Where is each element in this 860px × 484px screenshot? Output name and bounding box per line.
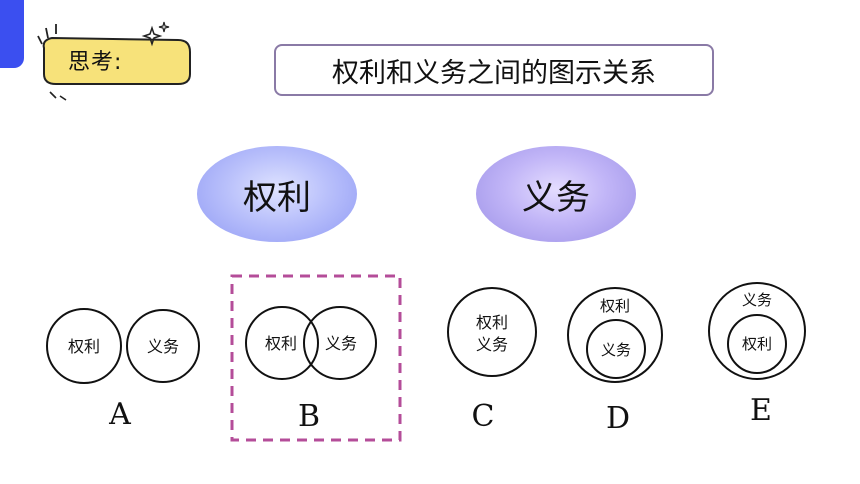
option-a-circle-duties (126, 309, 200, 383)
option-e-inner-circle (727, 314, 787, 374)
option-a-letter: A (108, 397, 131, 432)
duties-concept-ellipse: 义务 (476, 146, 636, 242)
doodle-strokes-icon (37, 24, 57, 45)
option-a-label-rights: 权利 (68, 337, 100, 356)
option-b-label-duties: 义务 (325, 334, 357, 353)
option-e-label-rights: 权利 (742, 335, 772, 353)
rights-concept-ellipse: 权利 (197, 146, 357, 242)
option-b-circle-rights (245, 306, 319, 380)
option-e-outer-circle (708, 282, 806, 380)
corner-accent-tab (0, 0, 24, 68)
option-e-label-duties: 义务 (742, 291, 772, 309)
option-b-label-rights: 权利 (265, 334, 297, 353)
option-a-circle-rights (46, 308, 122, 384)
doodle-bottom-icon (49, 91, 67, 101)
sparkle-icon (141, 25, 163, 47)
option-b-letter: B (298, 399, 320, 434)
option-c-letter: C (472, 399, 495, 434)
page-title: 权利和义务之间的图示关系 (274, 44, 714, 96)
option-a-label-duties: 义务 (147, 337, 179, 356)
option-d-letter: D (606, 401, 630, 436)
think-badge (37, 21, 191, 101)
option-c-label-rights: 权利 (476, 313, 508, 332)
option-e-letter: E (750, 393, 772, 428)
think-label: 思考: (68, 50, 123, 75)
option-d-outer-circle (567, 287, 663, 383)
option-c-circle (447, 287, 537, 377)
option-d-inner-circle (586, 319, 646, 379)
option-b-selection-box (230, 274, 402, 442)
think-badge-bubble (42, 36, 191, 85)
option-b-circle-duties (303, 306, 377, 380)
option-d-label-duties: 义务 (601, 341, 631, 359)
option-c-label-duties: 义务 (476, 335, 508, 354)
sparkle-icon-small (158, 21, 170, 33)
option-d-label-rights: 权利 (600, 297, 630, 315)
